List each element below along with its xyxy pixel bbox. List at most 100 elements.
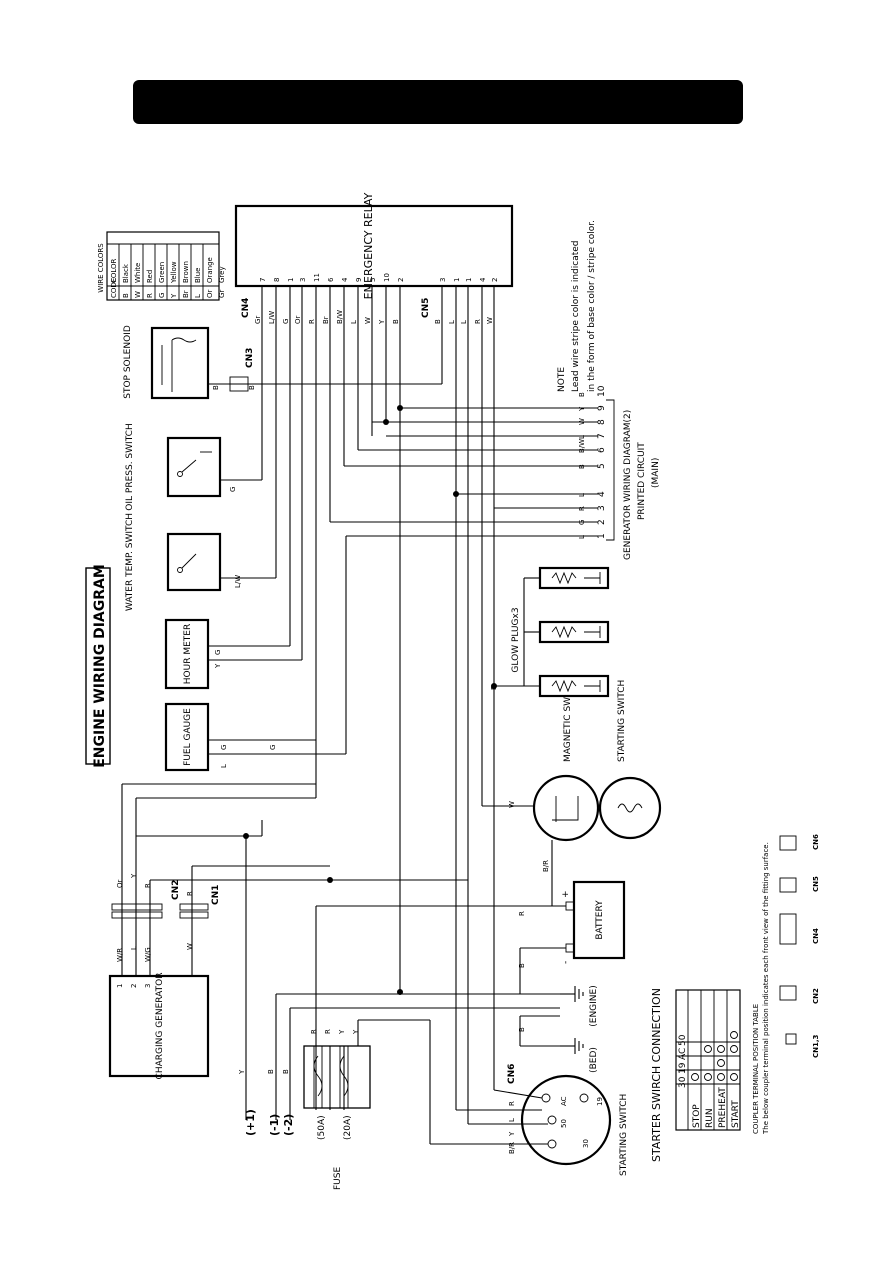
- header-banner: [133, 80, 743, 124]
- mag-wire-w: W: [508, 801, 516, 808]
- cn4-wire-code: B: [392, 319, 400, 324]
- cn4-wire-code: G: [282, 319, 290, 324]
- generator-pin-number: 4: [597, 491, 607, 497]
- coupler-cn4: CN4: [812, 928, 820, 944]
- cn4-wire-code: Br: [322, 316, 330, 324]
- emergency-relay-label: EMERGENCY RELAY: [362, 192, 375, 299]
- cn4-pin-number: 3: [299, 278, 307, 282]
- cn4-pin-number: 7: [259, 278, 267, 282]
- charging-generator: CHARGING GENERATOR 1 2 3 W/R L W/G W: [108, 943, 210, 1079]
- wire-colors-col-color: COLOR: [110, 258, 118, 283]
- oil-press-wire-g: G: [229, 487, 237, 492]
- cn4-wire-code: L: [350, 320, 358, 324]
- magnetic-switch: MAGNETIC SWITCH STARTING SWITCH W: [508, 676, 662, 842]
- generator-pin-wire: L: [578, 535, 586, 539]
- glow-plug-label: GLOW PLUGx3: [511, 607, 521, 672]
- generator-pin-number: 10: [597, 385, 607, 397]
- hour-meter-label: HOUR METER: [183, 624, 193, 684]
- generator-pin-number: 8: [597, 419, 607, 425]
- wire-color-name: Blue: [194, 268, 202, 284]
- coupler-cn5: CN5: [812, 876, 820, 892]
- ss-wire-l: L: [508, 1118, 516, 1122]
- wire-color-code: Gr: [218, 290, 226, 298]
- connection-mark: [730, 1045, 738, 1053]
- fuse-wire-r1: R: [310, 1029, 318, 1034]
- battery-wire-br: B/R: [542, 860, 550, 872]
- fuse-wire-r2: R: [324, 1029, 332, 1034]
- coupler-table-subtitle: The below coupler terminal position indi…: [762, 842, 770, 1135]
- diagram-title-frame: ENGINE WIRING DIAGRAM: [85, 564, 111, 768]
- ss-term-ac: AC: [560, 1096, 568, 1106]
- cn2-cn1-connectors: CN2 CN1 Or Y R R: [111, 873, 221, 919]
- cn5-pin-number: 4: [479, 277, 487, 282]
- wire-color-code: L: [194, 294, 202, 298]
- cn4-pin-number: 6: [327, 277, 335, 282]
- hour-meter: HOUR METER G Y: [164, 618, 222, 690]
- wire-colors-header: WIRE COLORS: [97, 243, 105, 293]
- wire-colors-col-code: CODE: [110, 278, 118, 298]
- starter-connection-title: STARTER SWIRCH CONNECTION: [650, 988, 663, 1162]
- wire-color-code: Br: [182, 290, 190, 298]
- oil-pressure-switch: OIL PRESS. SWITCH G: [125, 423, 237, 510]
- engine-wire-b1: B: [518, 963, 526, 968]
- power-outputs: (+1) (-1) (-2) Y B B: [238, 1069, 295, 1136]
- cn4-pin-number: 5: [369, 278, 377, 282]
- note-line2: in the form of base color / stripe color…: [587, 220, 597, 392]
- wire-color-name: Red: [146, 270, 154, 283]
- wire-colors-table: WIRE COLORS COLOR CODE BlackBWhiteWRedRG…: [97, 231, 226, 301]
- water-temp-wire-lw: L/W: [234, 575, 242, 588]
- wire-color-code: Y: [170, 293, 178, 299]
- cn4-wire-code: W: [364, 317, 372, 324]
- fuse-50a: (50A): [317, 1115, 327, 1140]
- emergency-relay: EMERGENCY RELAY: [234, 192, 514, 299]
- fuel-gauge-wire-g: G: [220, 745, 228, 750]
- cn2-wire-or: Or: [116, 879, 124, 888]
- gen-wire-wr: W/R: [116, 948, 124, 962]
- generator-pin-wire: L: [578, 435, 586, 439]
- diagram-title: ENGINE WIRING DIAGRAM: [92, 564, 108, 768]
- cn5-wire-code: L: [460, 320, 468, 324]
- wire-color-code: R: [146, 293, 154, 298]
- cn4-pin-number: 8: [273, 278, 281, 282]
- note-line1: Lead wire stripe color is indicated: [571, 240, 581, 392]
- ground-points: (ENGINE) (BED) B B: [518, 963, 599, 1073]
- generator-pin-number: 6: [597, 447, 607, 453]
- cn4-wire-code: L/W: [268, 311, 276, 324]
- battery-plus: +: [561, 890, 571, 898]
- wire-color-name: Orange: [206, 257, 214, 283]
- cn5-wire-code: W: [486, 317, 494, 324]
- hour-meter-wire-y: Y: [214, 663, 222, 669]
- ss-term-19: 19: [596, 1097, 604, 1106]
- generator-reference: GENERATOR WIRING DIAGRAM(2) PRINTED CIRC…: [578, 385, 661, 560]
- wire-color-code: B: [122, 293, 130, 298]
- wires: [121, 286, 598, 1145]
- generator-ref-line1: GENERATOR WIRING DIAGRAM(2): [623, 410, 633, 560]
- starting-switch-label: STARTING SWITCH: [619, 1094, 629, 1176]
- cn4-pin-number: 9: [355, 278, 363, 282]
- cn4-pin-number: 10: [383, 273, 391, 282]
- connection-mark: [704, 1073, 712, 1081]
- cn4-wire-code: Y: [378, 319, 386, 325]
- generator-pin-wire: Y: [578, 406, 586, 412]
- generator-pin-number: 1: [597, 533, 607, 539]
- gen-wire-l: L: [130, 946, 138, 950]
- wire-color-name: White: [134, 263, 142, 283]
- cn4-label: CN4: [241, 298, 251, 318]
- cn5-pin-number: 3: [439, 278, 447, 282]
- battery-minus: -: [561, 961, 571, 964]
- coupler-cn13: CN1,3: [812, 1034, 820, 1058]
- cn4-pin-number: 2: [397, 278, 405, 282]
- cn5-wire-code: B: [434, 319, 442, 324]
- cn3-wire-b1: B: [212, 385, 220, 390]
- coupler-cn6: CN6: [812, 834, 820, 850]
- starting-motor-label: STARTING SWITCH: [617, 680, 627, 762]
- bed-wire-b: B: [518, 1027, 526, 1032]
- generator-pin-wire: B/W: [578, 439, 586, 453]
- generator-pin-number: 5: [597, 463, 607, 469]
- out-wire-b1: B: [267, 1069, 275, 1074]
- bed-ground-label: (BED): [589, 1047, 599, 1073]
